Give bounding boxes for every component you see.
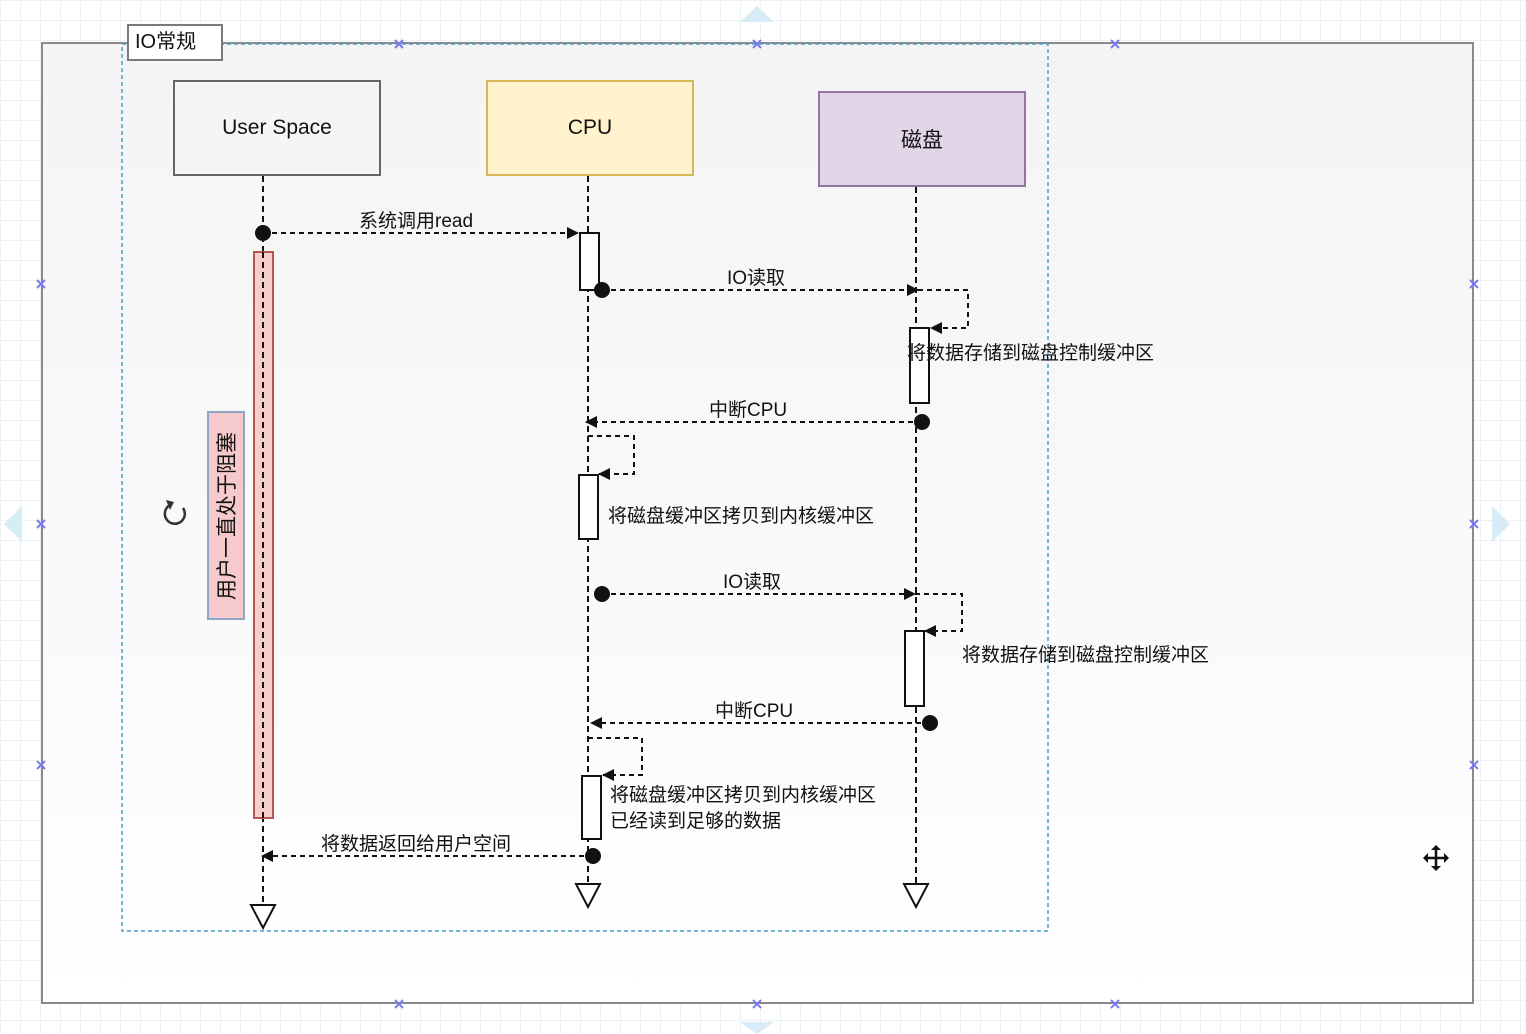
- activation-disk-2[interactable]: [904, 630, 925, 707]
- message-2-arrow[interactable]: [594, 282, 919, 298]
- message-8-label[interactable]: 中断CPU: [715, 701, 794, 722]
- lifeline-end-user-space: [249, 904, 277, 931]
- message-1-arrow[interactable]: [255, 225, 579, 241]
- message-6-label[interactable]: IO读取: [723, 572, 782, 593]
- participant-disk[interactable]: 磁盘: [818, 91, 1026, 187]
- clone-arrow-up-icon[interactable]: [740, 6, 774, 22]
- message-4-arrow[interactable]: [585, 414, 930, 430]
- message-4-label[interactable]: 中断CPU: [709, 400, 788, 421]
- message-2-label[interactable]: IO读取: [727, 268, 786, 289]
- clone-arrow-down-icon[interactable]: [740, 1022, 774, 1034]
- lifeline-end-cpu: [574, 883, 602, 910]
- activation-cpu-2[interactable]: [578, 474, 599, 540]
- lifeline-end-disk: [902, 883, 930, 910]
- activation-cpu-3[interactable]: [581, 775, 602, 840]
- move-icon[interactable]: [1423, 845, 1449, 871]
- message-1-label[interactable]: 系统调用read: [359, 211, 474, 232]
- message-6-arrow[interactable]: [594, 586, 916, 602]
- page-frame: [41, 42, 1474, 1004]
- message-3-self-arrow[interactable]: [918, 289, 969, 334]
- message-8-arrow[interactable]: [590, 715, 938, 731]
- participant-user-space[interactable]: User Space: [173, 80, 381, 176]
- participant-user-space-label: User Space: [222, 116, 332, 139]
- blocked-note-text: 用户一直处于阻塞: [216, 431, 239, 600]
- message-5-self-arrow[interactable]: [588, 435, 635, 480]
- selection-handles[interactable]: [36, 39, 1479, 1009]
- activation-disk-1[interactable]: [909, 327, 930, 404]
- participant-cpu-label: CPU: [567, 116, 613, 139]
- clone-arrow-left-icon[interactable]: [4, 506, 22, 542]
- activation-cpu-1[interactable]: [579, 232, 600, 291]
- participant-disk-label: 磁盘: [901, 129, 943, 152]
- group-title[interactable]: IO常规: [127, 24, 223, 61]
- message-7-label[interactable]: 将数据存储到磁盘控制缓冲区: [962, 645, 1210, 666]
- message-9-self-arrow[interactable]: [588, 737, 643, 781]
- message-10-arrow[interactable]: [261, 848, 601, 864]
- participant-cpu[interactable]: CPU: [486, 80, 694, 176]
- clone-arrow-right-icon[interactable]: [1492, 506, 1510, 542]
- message-5-label[interactable]: 将磁盘缓冲区拷贝到内核缓冲区: [608, 506, 875, 527]
- rotate-handle-icon[interactable]: [163, 500, 187, 525]
- blocked-note[interactable]: 用户一直处于阻塞: [207, 411, 245, 620]
- message-10-label[interactable]: 将数据返回给用户空间: [321, 834, 512, 855]
- message-7-self-arrow[interactable]: [915, 593, 963, 637]
- selection-box: [121, 43, 1049, 932]
- message-3-label[interactable]: 将数据存储到磁盘控制缓冲区: [907, 343, 1155, 364]
- message-9-label[interactable]: 将磁盘缓冲区拷贝到内核缓冲区 已经读到足够的数据: [610, 785, 877, 832]
